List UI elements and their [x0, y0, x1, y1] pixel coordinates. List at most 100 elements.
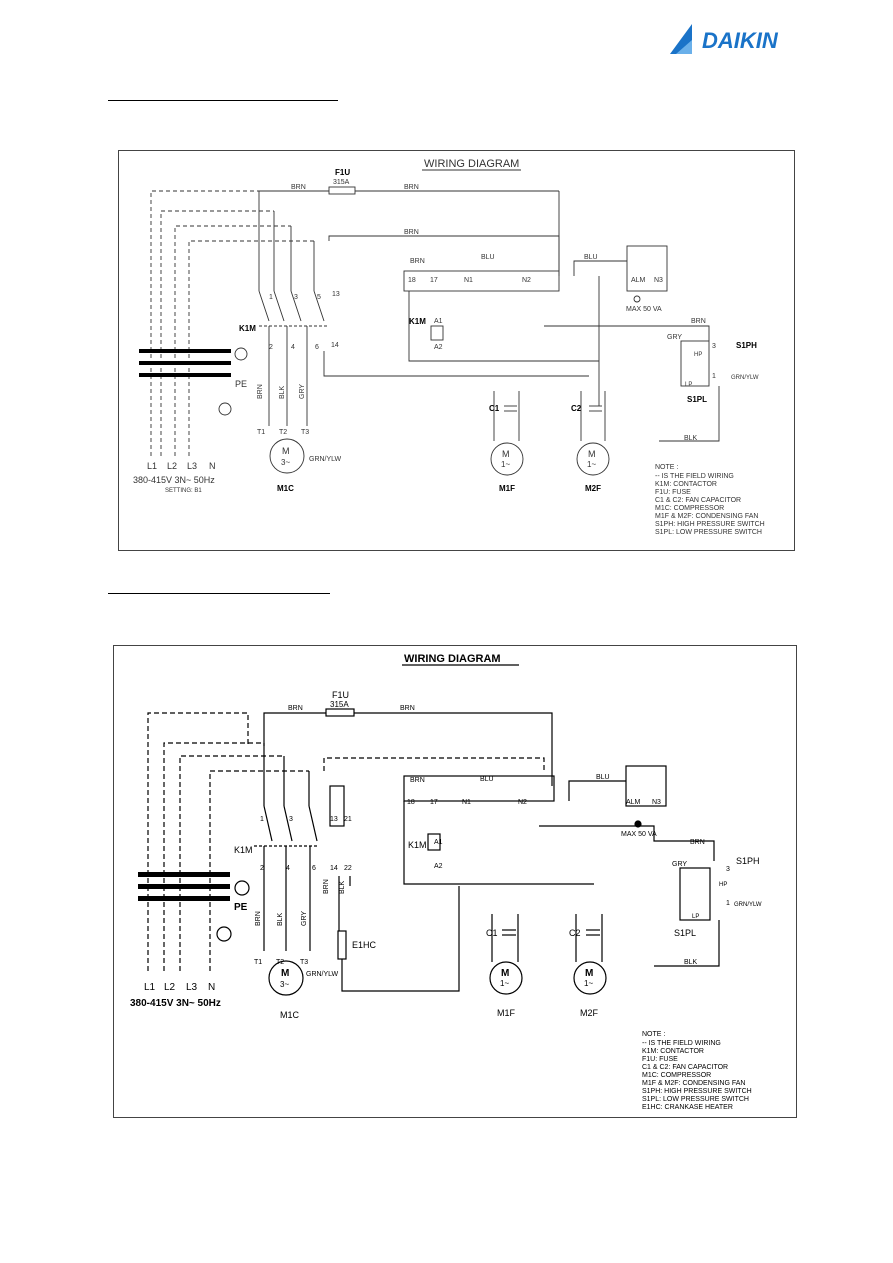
diagram-title: WIRING DIAGRAM — [404, 653, 501, 665]
notes-block: NOTE : -- IS THE FIELD WIRING K1M: CONTA… — [642, 1031, 752, 1111]
note-line: M1F & M2F: CONDENSING FAN — [642, 1080, 745, 1087]
note-line: -- IS THE FIELD WIRING — [655, 473, 734, 480]
wiring-diagram-2: WIRING DIAGRAM F1U 315A BRN BRN PE K1M 1… — [113, 645, 797, 1118]
section-heading-1-underline — [108, 100, 338, 101]
contact-label: 21 — [344, 816, 352, 823]
cable-bundle — [138, 872, 230, 877]
contact-label: ALM — [631, 277, 646, 284]
wire-label: GRN/YLW — [309, 456, 342, 463]
motor-symbol: M — [588, 449, 596, 459]
note-line: M1C: COMPRESSOR — [642, 1072, 711, 1079]
note-line: S1PH: HIGH PRESSURE SWITCH — [655, 521, 765, 528]
wire-label: BLK — [684, 435, 698, 442]
wire-label: BRN — [410, 258, 425, 265]
motor-symbol: M — [585, 968, 593, 979]
crankcase-heater — [337, 930, 347, 960]
contact-label: N1 — [464, 277, 473, 284]
motor-symbol: M — [501, 968, 509, 979]
fan-1-label: M1F — [497, 1008, 516, 1018]
wire-label: BLU — [596, 774, 610, 781]
contact-label: 3 — [712, 343, 716, 350]
wire-label: BRN — [400, 705, 415, 712]
contact-label: 2 — [269, 344, 273, 351]
contact-label: T1 — [257, 429, 265, 436]
contact-label: T3 — [301, 429, 309, 436]
wire-label: BRN — [323, 879, 330, 894]
contact-label: A2 — [434, 344, 443, 351]
alarm-label: MAX 50 VA — [626, 306, 662, 313]
alarm-lamp-icon — [633, 295, 641, 303]
hp-switch-label: S1PH — [736, 856, 760, 866]
wire-label: BLK — [339, 880, 346, 894]
note-line: M1C: COMPRESSOR — [655, 505, 724, 512]
setting-label: SETTING: B1 — [165, 488, 202, 494]
terminal-l1: L1 — [147, 461, 157, 471]
contact-label: 4 — [286, 865, 290, 872]
compressor-label: M1C — [277, 484, 294, 493]
contact-label: 1 — [726, 900, 730, 907]
lp-switch-label: S1PL — [674, 928, 696, 938]
contact-label: 3 — [294, 294, 298, 301]
contact-label: 13 — [332, 291, 340, 298]
pe-label: PE — [235, 379, 247, 389]
terminal-l2: L2 — [164, 982, 176, 993]
terminal-l3: L3 — [186, 982, 198, 993]
wire-label: BRN — [410, 777, 425, 784]
wiring-diagram-2-svg: WIRING DIAGRAM F1U 315A BRN BRN PE K1M 1… — [130, 653, 762, 1111]
wire-label: BLK — [684, 959, 698, 966]
note-line: E1HC: CRANKASE HEATER — [642, 1104, 733, 1111]
daikin-logo: DAIKIN — [668, 18, 818, 58]
note-line: C1 & C2: FAN CAPACITOR — [655, 497, 741, 504]
cable-bundle — [139, 349, 231, 353]
motor-phase: 1~ — [587, 460, 596, 469]
wire-label: BRN — [404, 184, 419, 191]
contact-label: A1 — [434, 839, 443, 846]
note-line: C1 & C2: FAN CAPACITOR — [642, 1064, 728, 1071]
lp-switch-label: S1PL — [687, 395, 707, 404]
heater-label: E1HC — [352, 940, 377, 950]
earth-icon — [216, 926, 232, 942]
motor-phase: 3~ — [281, 458, 290, 467]
motor-phase: 3~ — [280, 980, 289, 989]
wire-label: BRN — [690, 839, 705, 846]
wire-label: GRY — [301, 911, 308, 926]
capacitor-2-label: C2 — [571, 404, 582, 413]
hp-switch-label: S1PH — [736, 341, 757, 350]
wiring-diagram-1-svg: WIRING DIAGRAM F1U 315A BRN BRN BRN PE K… — [133, 158, 765, 536]
wire-label: BRN — [404, 229, 419, 236]
note-line: NOTE : — [642, 1031, 665, 1038]
contact-label: 13 — [330, 816, 338, 823]
terminal-n: N — [208, 982, 215, 993]
contact-label: 17 — [430, 277, 438, 284]
contactor-coil — [427, 833, 441, 851]
contactor-label: K1M — [239, 324, 256, 333]
diagram-title: WIRING DIAGRAM — [424, 158, 519, 170]
contact-label: ALM — [626, 799, 641, 806]
fan-motor-1 — [490, 442, 524, 476]
contactor-label: K1M — [234, 845, 253, 855]
fuse-symbol — [325, 708, 355, 717]
contact-label: 14 — [330, 865, 338, 872]
note-line: S1PL: LOW PRESSURE SWITCH — [655, 529, 762, 536]
note-line: S1PL: LOW PRESSURE SWITCH — [642, 1096, 749, 1103]
wire-label: BRN — [291, 184, 306, 191]
contact-label: T3 — [300, 959, 308, 966]
fan-motor-2 — [573, 961, 607, 995]
motor-phase: 1~ — [500, 979, 509, 988]
note-line: F1U: FUSE — [642, 1056, 678, 1063]
lp-label: LP — [685, 382, 692, 388]
motor-symbol: M — [282, 446, 290, 456]
wire-label: BRN — [257, 384, 264, 399]
terminal-l2: L2 — [167, 461, 177, 471]
wire-label: BLK — [279, 385, 286, 399]
fuse-rating: 315A — [333, 179, 350, 186]
compressor-motor — [268, 960, 304, 996]
contact-label: N2 — [518, 799, 527, 806]
contact-label: 3 — [726, 866, 730, 873]
contactor-coil-label: K1M — [409, 317, 426, 326]
compressor-label: M1C — [280, 1010, 300, 1020]
note-line: -- IS THE FIELD WIRING — [642, 1040, 721, 1047]
note-line: F1U: FUSE — [655, 489, 691, 496]
wire-label: BRN — [288, 705, 303, 712]
logo-text: DAIKIN — [702, 28, 779, 53]
